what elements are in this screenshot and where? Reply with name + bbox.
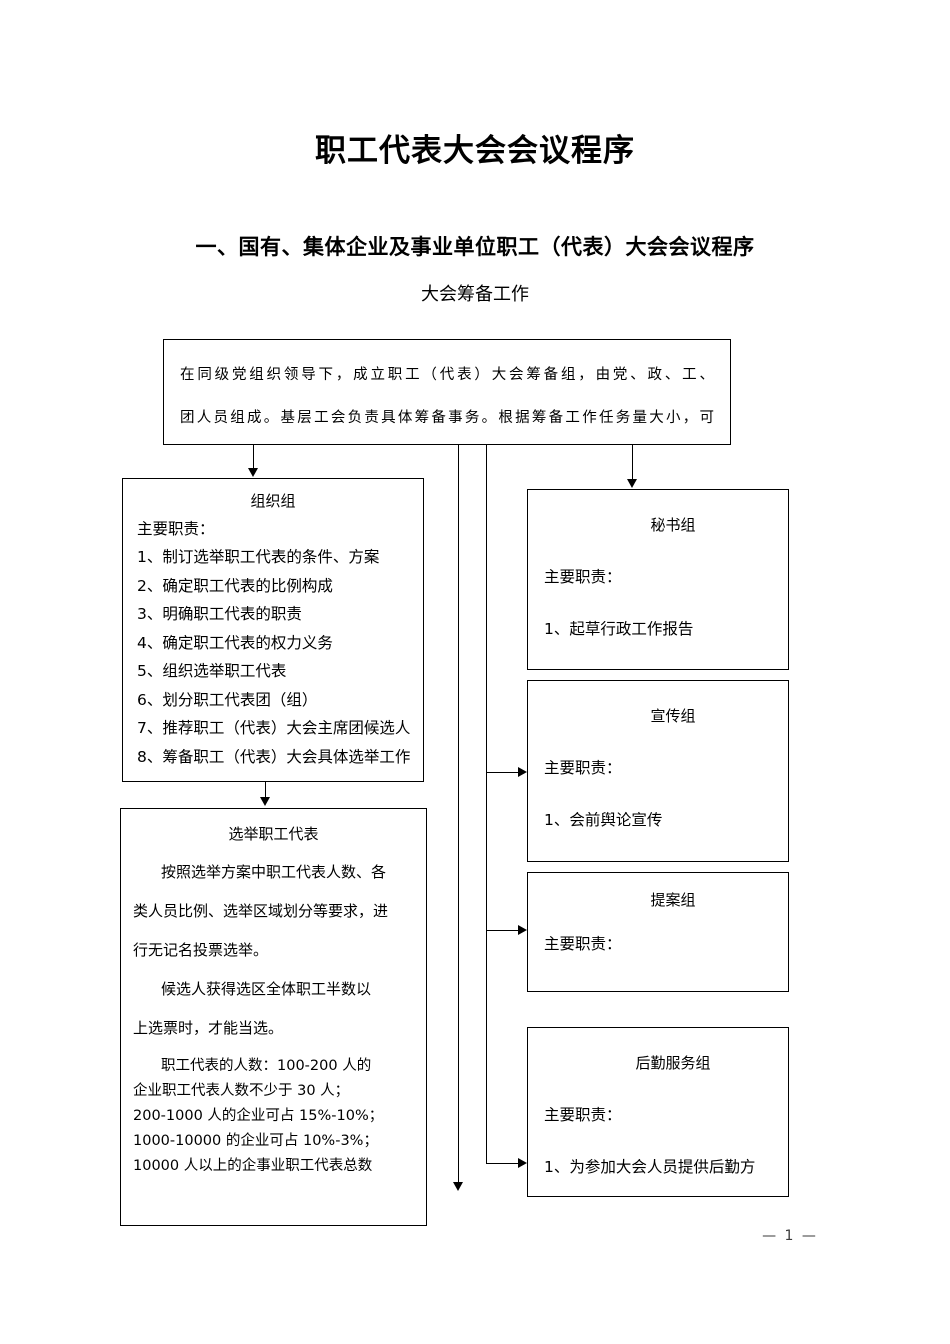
secretariat-group-lead: 主要职责： <box>544 568 622 586</box>
election-stat-4: 1000-10000 的企业可占 10%-3%； <box>133 1133 378 1149</box>
connector-main-vertical <box>458 445 459 1183</box>
organization-group-item-7: 7、推荐职工（代表）大会主席团候选人 <box>137 719 411 737</box>
arrow-branch-to-proposal <box>518 925 527 935</box>
secretariat-group-item-1: 1、起草行政工作报告 <box>544 620 694 638</box>
preparation-line-2: 团人员组成。基层工会负责具体筹备事务。根据筹备工作任务量大小，可 <box>180 410 714 426</box>
election-stat-5: 10000 人以上的企事业职工代表总数 <box>133 1158 373 1174</box>
proposal-group-lead: 主要职责： <box>544 935 622 953</box>
publicity-group-box: 宣传组 主要职责： 1、会前舆论宣传 <box>527 680 789 862</box>
logistics-group-box: 后勤服务组 主要职责： 1、为参加大会人员提供后勤方 <box>527 1027 789 1197</box>
arrow-org-to-election <box>260 797 270 806</box>
election-box-title: 选举职工代表 <box>228 825 319 843</box>
organization-group-title: 组织组 <box>250 492 296 510</box>
logistics-group-lead: 主要职责： <box>544 1106 622 1124</box>
election-para2-line2: 上选票时，才能当选。 <box>133 1019 284 1037</box>
election-para1-line1: 按照选举方案中职工代表人数、各 <box>161 863 387 881</box>
secretariat-group-title: 秘书组 <box>650 516 696 534</box>
proposal-group-box: 提案组 主要职责： <box>527 872 789 992</box>
logistics-group-item-1: 1、为参加大会人员提供后勤方 <box>544 1158 756 1176</box>
preparation-line-1: 在同级党组织领导下，成立职工（代表）大会筹备组，由党、政、工、 <box>180 367 714 383</box>
publicity-group-lead: 主要职责： <box>544 759 622 777</box>
election-stat-3: 200-1000 人的企业可占 15%-10%； <box>133 1108 384 1124</box>
connector-prep-to-org <box>253 445 254 469</box>
secretariat-group-box: 秘书组 主要职责： 1、起草行政工作报告 <box>527 489 789 670</box>
organization-group-item-4: 4、确定职工代表的权力义务 <box>137 633 333 652</box>
organization-group-item-3: 3、明确职工代表的职责 <box>137 605 302 623</box>
arrow-main-vertical-end <box>453 1182 463 1191</box>
connector-branch-to-proposal <box>486 930 519 931</box>
organization-group-lead: 主要职责： <box>137 520 215 538</box>
preparation-box: 在同级党组织领导下，成立职工（代表）大会筹备组，由党、政、工、 团人员组成。基层… <box>163 339 731 445</box>
page-number-footer: — 1 — <box>762 1228 818 1244</box>
election-para1-line2: 类人员比例、选举区域划分等要求，进 <box>133 902 389 920</box>
organization-group-item-6: 6、划分职工代表团（组） <box>137 690 318 709</box>
election-para1-line3: 行无记名投票选举。 <box>133 941 269 959</box>
page-title: 职工代表大会会议程序 <box>315 133 635 169</box>
connector-branch-to-logistics <box>486 1163 519 1164</box>
connector-prep-to-secretariat <box>632 445 633 480</box>
organization-group-item-8: 8、筹备职工（代表）大会具体选举工作 <box>137 747 411 766</box>
section-heading: 一、国有、集体企业及事业单位职工（代表）大会会议程序 <box>195 235 755 259</box>
arrow-branch-to-publicity <box>518 767 527 777</box>
organization-group-box: 组织组 主要职责： 1、制订选举职工代表的条件、方案 2、确定职工代表的比例构成… <box>122 478 424 782</box>
election-stat-1: 职工代表的人数：100-200 人的 <box>161 1058 372 1074</box>
connector-org-to-election <box>265 782 266 798</box>
organization-group-item-2: 2、确定职工代表的比例构成 <box>137 576 333 595</box>
arrow-prep-to-org <box>248 468 258 477</box>
organization-group-item-1: 1、制订选举职工代表的条件、方案 <box>137 548 380 566</box>
publicity-group-title: 宣传组 <box>650 707 696 725</box>
connector-branch-vertical <box>486 445 487 1163</box>
sub-heading: 大会筹备工作 <box>421 284 529 305</box>
arrow-prep-to-secretariat <box>627 479 637 488</box>
organization-group-item-5: 5、组织选举职工代表 <box>137 662 287 680</box>
election-para2-line1: 候选人获得选区全体职工半数以 <box>161 980 372 998</box>
proposal-group-title: 提案组 <box>650 891 696 909</box>
connector-branch-to-publicity <box>486 772 519 773</box>
logistics-group-title: 后勤服务组 <box>635 1054 711 1072</box>
election-box: 选举职工代表 按照选举方案中职工代表人数、各 类人员比例、选举区域划分等要求，进… <box>120 808 427 1226</box>
publicity-group-item-1: 1、会前舆论宣传 <box>544 811 663 829</box>
election-stat-2: 企业职工代表人数不少于 30 人； <box>133 1083 350 1099</box>
arrow-branch-to-logistics <box>518 1158 527 1168</box>
